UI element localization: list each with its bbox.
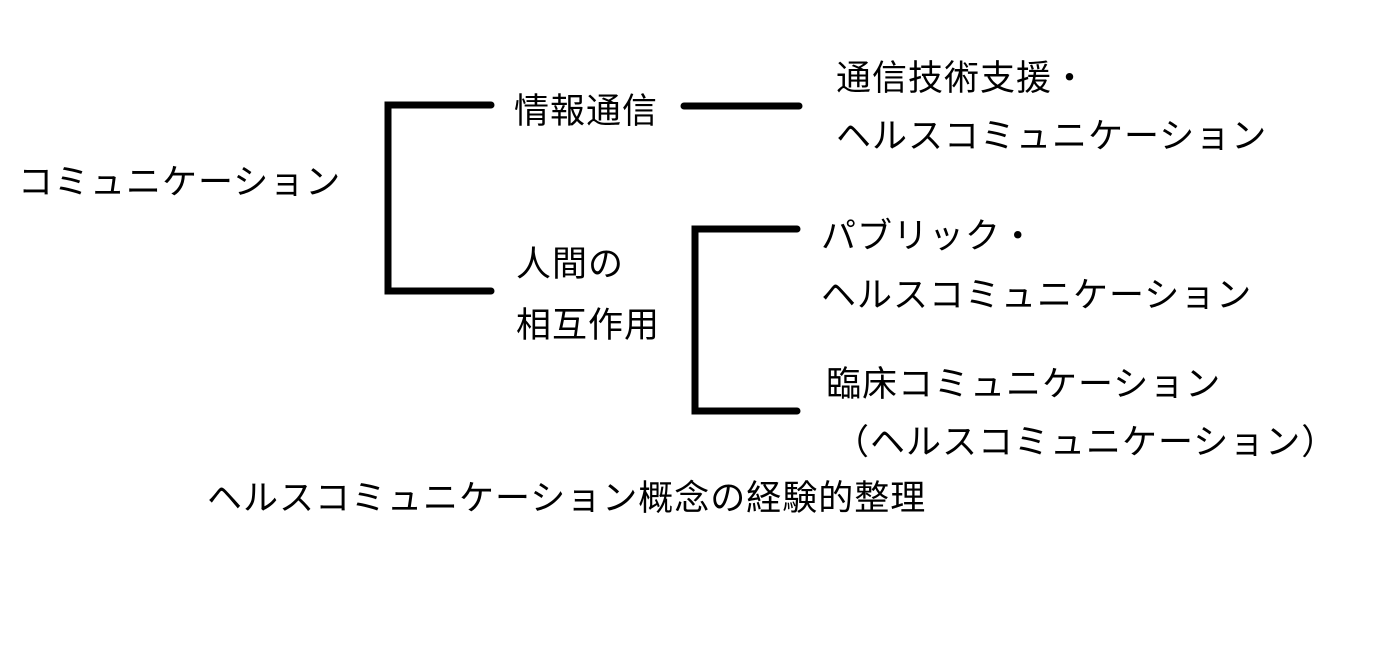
leaf-node-clinical-line-2: （ヘルスコミュニケーション） (834, 423, 1338, 463)
branch-node-human-interaction-line-2: 相互作用 (516, 306, 661, 346)
leaf-node-tech-support-line-2: ヘルスコミュニケーション (836, 117, 1268, 157)
root-bracket (384, 101, 495, 295)
leaf-node-clinical-line-1: 臨床コミュニケーション (826, 365, 1222, 405)
branch-node-human-interaction-line-1: 人間の (516, 245, 625, 285)
branch-node-information-communication: 情報通信 (514, 92, 659, 132)
diagram-caption: ヘルスコミュニケーション概念の経験的整理 (207, 479, 927, 519)
leaf-node-tech-support-line-1: 通信技術支援・ (836, 59, 1089, 99)
leaf-node-public-health-line-1: パブリック・ (821, 217, 1037, 257)
human-bracket (691, 225, 801, 415)
leaf-node-public-health-line-2: ヘルスコミュニケーション (821, 276, 1253, 316)
root-node-communication: コミュニケーション (18, 163, 342, 203)
